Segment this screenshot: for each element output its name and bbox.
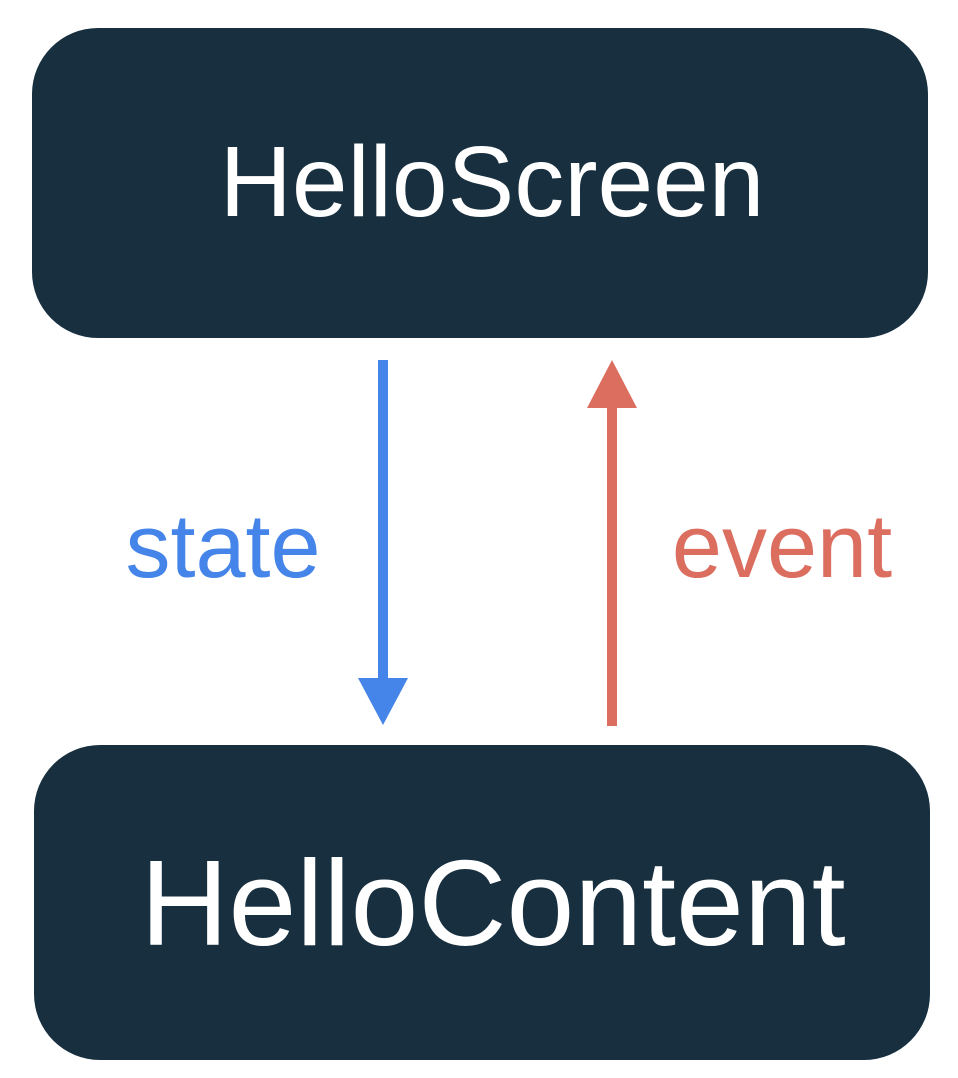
event-arrowhead-icon <box>587 360 637 408</box>
hello-screen-box <box>32 28 928 338</box>
hello-content-node: HelloContent <box>34 745 930 1060</box>
hello-screen-label: HelloScreen <box>220 126 765 238</box>
state-arrow: state <box>125 360 408 725</box>
event-label: event <box>672 497 892 597</box>
hello-screen-node: HelloScreen <box>32 28 928 338</box>
event-arrow: event <box>587 360 892 726</box>
state-arrowhead-icon <box>358 678 408 725</box>
hello-content-label: HelloContent <box>140 835 845 971</box>
hello-content-box <box>34 745 930 1060</box>
state-label: state <box>125 497 320 597</box>
